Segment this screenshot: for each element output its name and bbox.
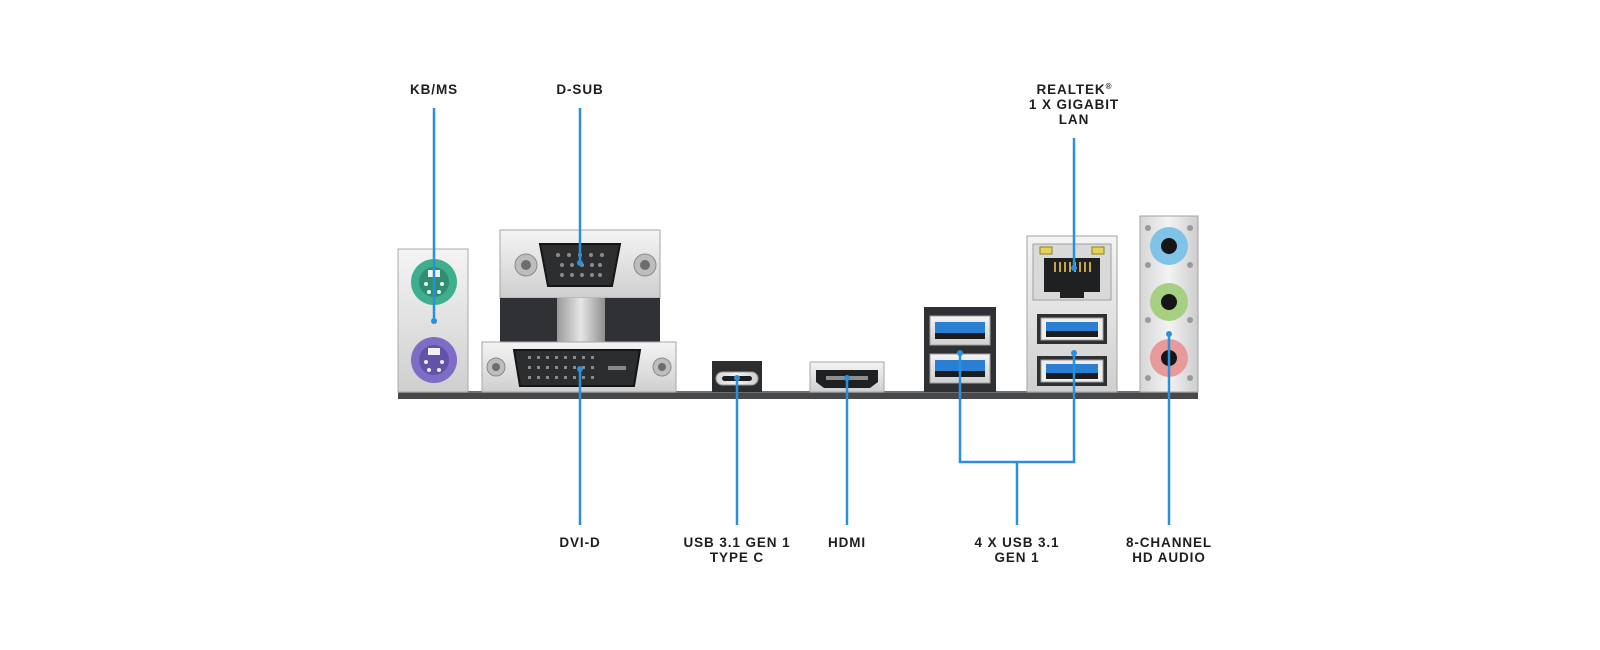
registered-mark: ®: [1105, 82, 1112, 91]
hdmi-label-text: HDMI: [827, 535, 867, 550]
audio-label-line2: HD AUDIO: [1132, 550, 1206, 565]
dvid-label: DVI-D: [559, 535, 600, 550]
kbms-label: KB/MS: [410, 82, 458, 97]
usbc-label-line2: TYPE C: [709, 550, 765, 565]
lan-label-brand: REALTEK: [1036, 82, 1106, 97]
dsub-label: D-SUB: [556, 82, 603, 97]
callout-dots: [431, 260, 1172, 381]
lan-label-line2: 1 X GIGABIT: [1028, 97, 1120, 112]
dsub-label-text: D-SUB: [556, 82, 604, 97]
board-edge: [398, 391, 1198, 399]
usb-label-line1: 4 X USB 3.1: [974, 535, 1060, 550]
callout-lines: [432, 108, 1171, 525]
audio-label: 8-CHANNEL HD AUDIO: [1126, 535, 1212, 565]
kbms-label-text: KB/MS: [410, 82, 458, 97]
dvid-label-text: DVI-D: [559, 535, 601, 550]
audio-label-line1: 8-CHANNEL: [1125, 535, 1213, 550]
lan-label-line1: REALTEK®: [1029, 82, 1119, 97]
usbc-label: USB 3.1 GEN 1 TYPE C: [684, 535, 791, 565]
usbc-label-line1: USB 3.1 GEN 1: [683, 535, 791, 550]
usb-label-line2: GEN 1: [994, 550, 1040, 565]
lan-label-line3: LAN: [1058, 112, 1090, 127]
hdmi-label: HDMI: [828, 535, 866, 550]
lan-label: REALTEK® 1 X GIGABIT LAN: [1029, 82, 1119, 127]
usb-label: 4 X USB 3.1 GEN 1: [975, 535, 1060, 565]
usb-a-port-icon: [1037, 314, 1107, 386]
